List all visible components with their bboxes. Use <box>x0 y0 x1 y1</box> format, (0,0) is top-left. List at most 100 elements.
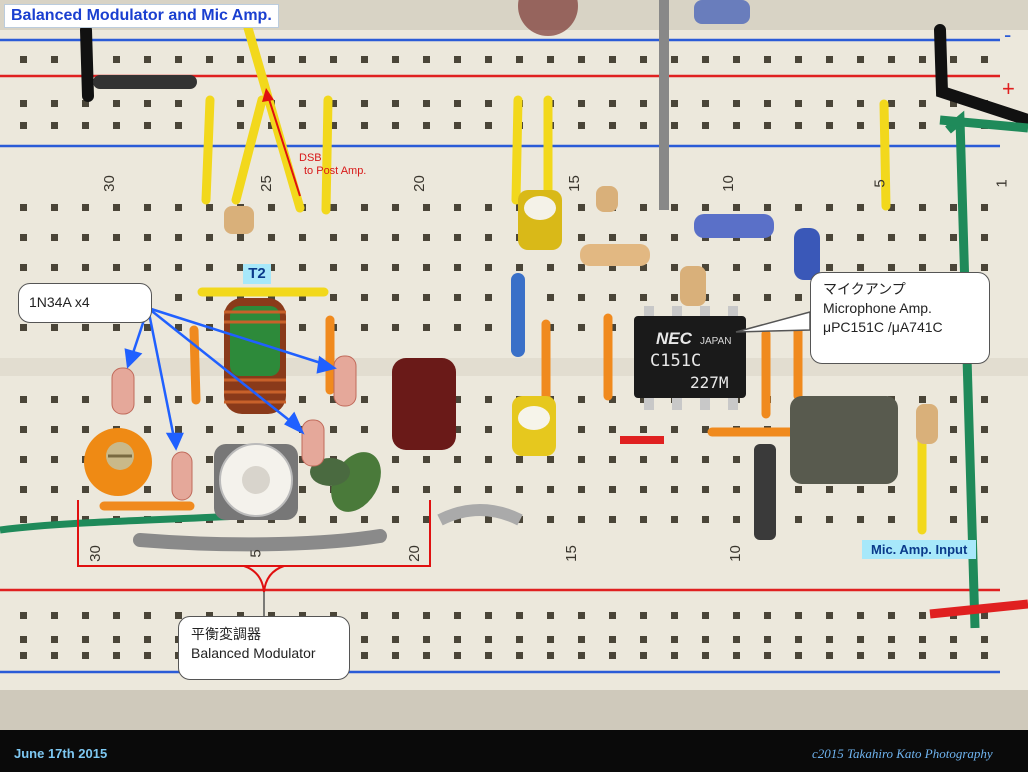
breadboard-hole <box>485 612 492 619</box>
breadboard-hole <box>609 100 616 107</box>
breadboard-hole <box>671 516 678 523</box>
breadboard-hole <box>578 486 585 493</box>
breadboard-hole <box>578 204 585 211</box>
breadboard-hole <box>516 636 523 643</box>
breadboard-hole <box>20 122 27 129</box>
breadboard-hole <box>82 234 89 241</box>
resistors <box>224 186 938 444</box>
breadboard-hole <box>950 426 957 433</box>
bm-bracket <box>77 500 431 567</box>
breadboard-hole <box>981 636 988 643</box>
bm-callout-line1: 平衡変調器 <box>191 626 261 642</box>
breadboard-hole <box>206 234 213 241</box>
breadboard-hole <box>20 612 27 619</box>
breadboard-hole <box>888 636 895 643</box>
breadboard-hole <box>919 396 926 403</box>
orange-jumpers <box>99 313 805 511</box>
breadboard-hole <box>392 100 399 107</box>
breadboard-hole <box>392 264 399 271</box>
breadboard-hole <box>578 324 585 331</box>
breadboard-hole <box>702 612 709 619</box>
breadboard-hole <box>51 612 58 619</box>
breadboard-hole <box>485 516 492 523</box>
breadboard-hole <box>268 264 275 271</box>
breadboard-hole <box>950 636 957 643</box>
breadboard-hole <box>392 294 399 301</box>
breadboard-hole <box>671 636 678 643</box>
breadboard-hole <box>857 486 864 493</box>
breadboard-hole <box>206 204 213 211</box>
breadboard-hole <box>330 204 337 211</box>
breadboard-hole <box>454 122 461 129</box>
component-top-blue-partial <box>694 0 750 24</box>
breadboard-hole <box>702 122 709 129</box>
mic-amp-callout-line2: Microphone Amp. <box>823 300 932 316</box>
breadboard-hole <box>330 396 337 403</box>
breadboard-hole <box>423 636 430 643</box>
breadboard-hole <box>795 100 802 107</box>
breadboard-hole <box>888 264 895 271</box>
breadboard-hole <box>671 456 678 463</box>
breadboard-hole <box>764 294 771 301</box>
breadboard-hole <box>919 122 926 129</box>
breadboard-hole <box>237 612 244 619</box>
dsb-label-line2: to Post Amp. <box>304 165 367 177</box>
breadboard-hole <box>175 122 182 129</box>
breadboard-hole <box>733 456 740 463</box>
breadboard-hole <box>82 122 89 129</box>
breadboard-hole <box>981 426 988 433</box>
breadboard-hole <box>237 56 244 63</box>
breadboard-hole <box>826 56 833 63</box>
breadboard-hole <box>330 294 337 301</box>
breadboard-hole <box>733 612 740 619</box>
breadboard-hole <box>733 516 740 523</box>
breadboard-hole <box>950 234 957 241</box>
page-title: Balanced Modulator and Mic Amp. <box>4 4 279 28</box>
row-number-5: 5 <box>871 179 889 188</box>
breadboard-hole <box>454 426 461 433</box>
breadboard-hole <box>733 100 740 107</box>
breadboard-hole <box>361 100 368 107</box>
breadboard-hole <box>423 122 430 129</box>
breadboard-hole <box>702 636 709 643</box>
breadboard-hole <box>671 652 678 659</box>
breadboard-hole <box>950 396 957 403</box>
row-number-30: 30 <box>100 175 118 192</box>
breadboard-hole <box>206 396 213 403</box>
breadboard-hole <box>82 204 89 211</box>
breadboard-hole <box>299 486 306 493</box>
breadboard-hole <box>299 56 306 63</box>
breadboard-hole <box>578 426 585 433</box>
breadboard-hole <box>981 456 988 463</box>
breadboard-hole <box>609 264 616 271</box>
breadboard-hole <box>671 486 678 493</box>
breadboard-hole <box>330 264 337 271</box>
breadboard-hole <box>981 396 988 403</box>
breadboard-hole <box>857 100 864 107</box>
breadboard-hole <box>981 204 988 211</box>
breadboard-hole <box>578 456 585 463</box>
breadboard-hole <box>144 612 151 619</box>
breadboard-hole <box>702 456 709 463</box>
breadboard-hole <box>51 122 58 129</box>
breadboard-hole <box>82 426 89 433</box>
breadboard-hole <box>113 234 120 241</box>
breadboard-hole <box>578 612 585 619</box>
breadboard-hole <box>206 264 213 271</box>
breadboard-hole <box>113 204 120 211</box>
breadboard-hole <box>51 652 58 659</box>
breadboard-hole <box>82 636 89 643</box>
transformer-t2 <box>224 298 286 414</box>
breadboard-hole <box>51 264 58 271</box>
breadboard-hole <box>547 652 554 659</box>
breadboard-hole <box>144 636 151 643</box>
orange-trimmer-capacitor <box>84 428 152 496</box>
breadboard-hole <box>392 456 399 463</box>
rail-plus-mark: + <box>1002 76 1015 101</box>
breadboard-hole <box>826 612 833 619</box>
breadboard-hole <box>640 396 647 403</box>
breadboard-hole <box>609 396 616 403</box>
breadboard-hole <box>330 56 337 63</box>
breadboard-hole <box>547 636 554 643</box>
breadboard-hole <box>144 396 151 403</box>
